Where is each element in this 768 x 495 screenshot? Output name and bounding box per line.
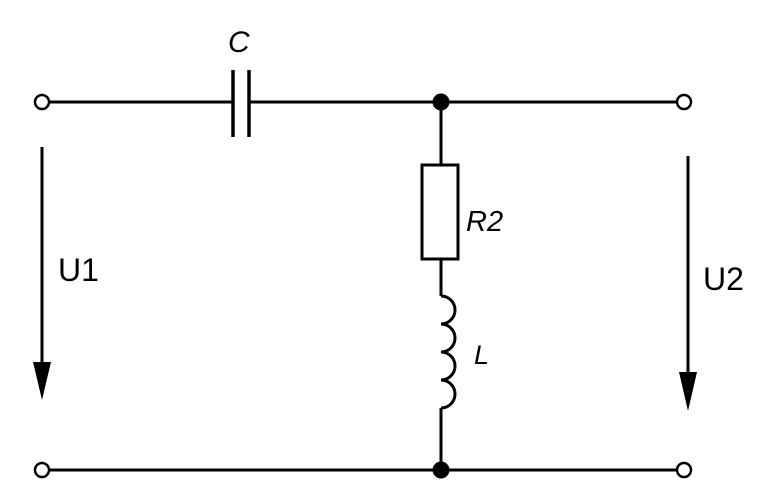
input-terminal-top: [33, 93, 51, 111]
output-terminal-top: [675, 93, 693, 111]
input-voltage-label: U1: [58, 252, 99, 288]
junction-node-top: [432, 93, 450, 111]
resistor-r2: [420, 163, 460, 261]
capacitor-label: C: [228, 26, 250, 59]
junction-node-bottom: [432, 461, 450, 479]
output-terminal-bottom: [675, 461, 693, 479]
output-voltage-arrow-head: [679, 372, 697, 411]
input-terminal-bottom: [33, 461, 51, 479]
inductor-label: L: [474, 340, 489, 370]
input-voltage-arrow-head: [33, 362, 51, 400]
resistor-label: R2: [466, 206, 503, 238]
output-voltage-label: U2: [703, 261, 744, 297]
inductor-l: [440, 294, 457, 410]
